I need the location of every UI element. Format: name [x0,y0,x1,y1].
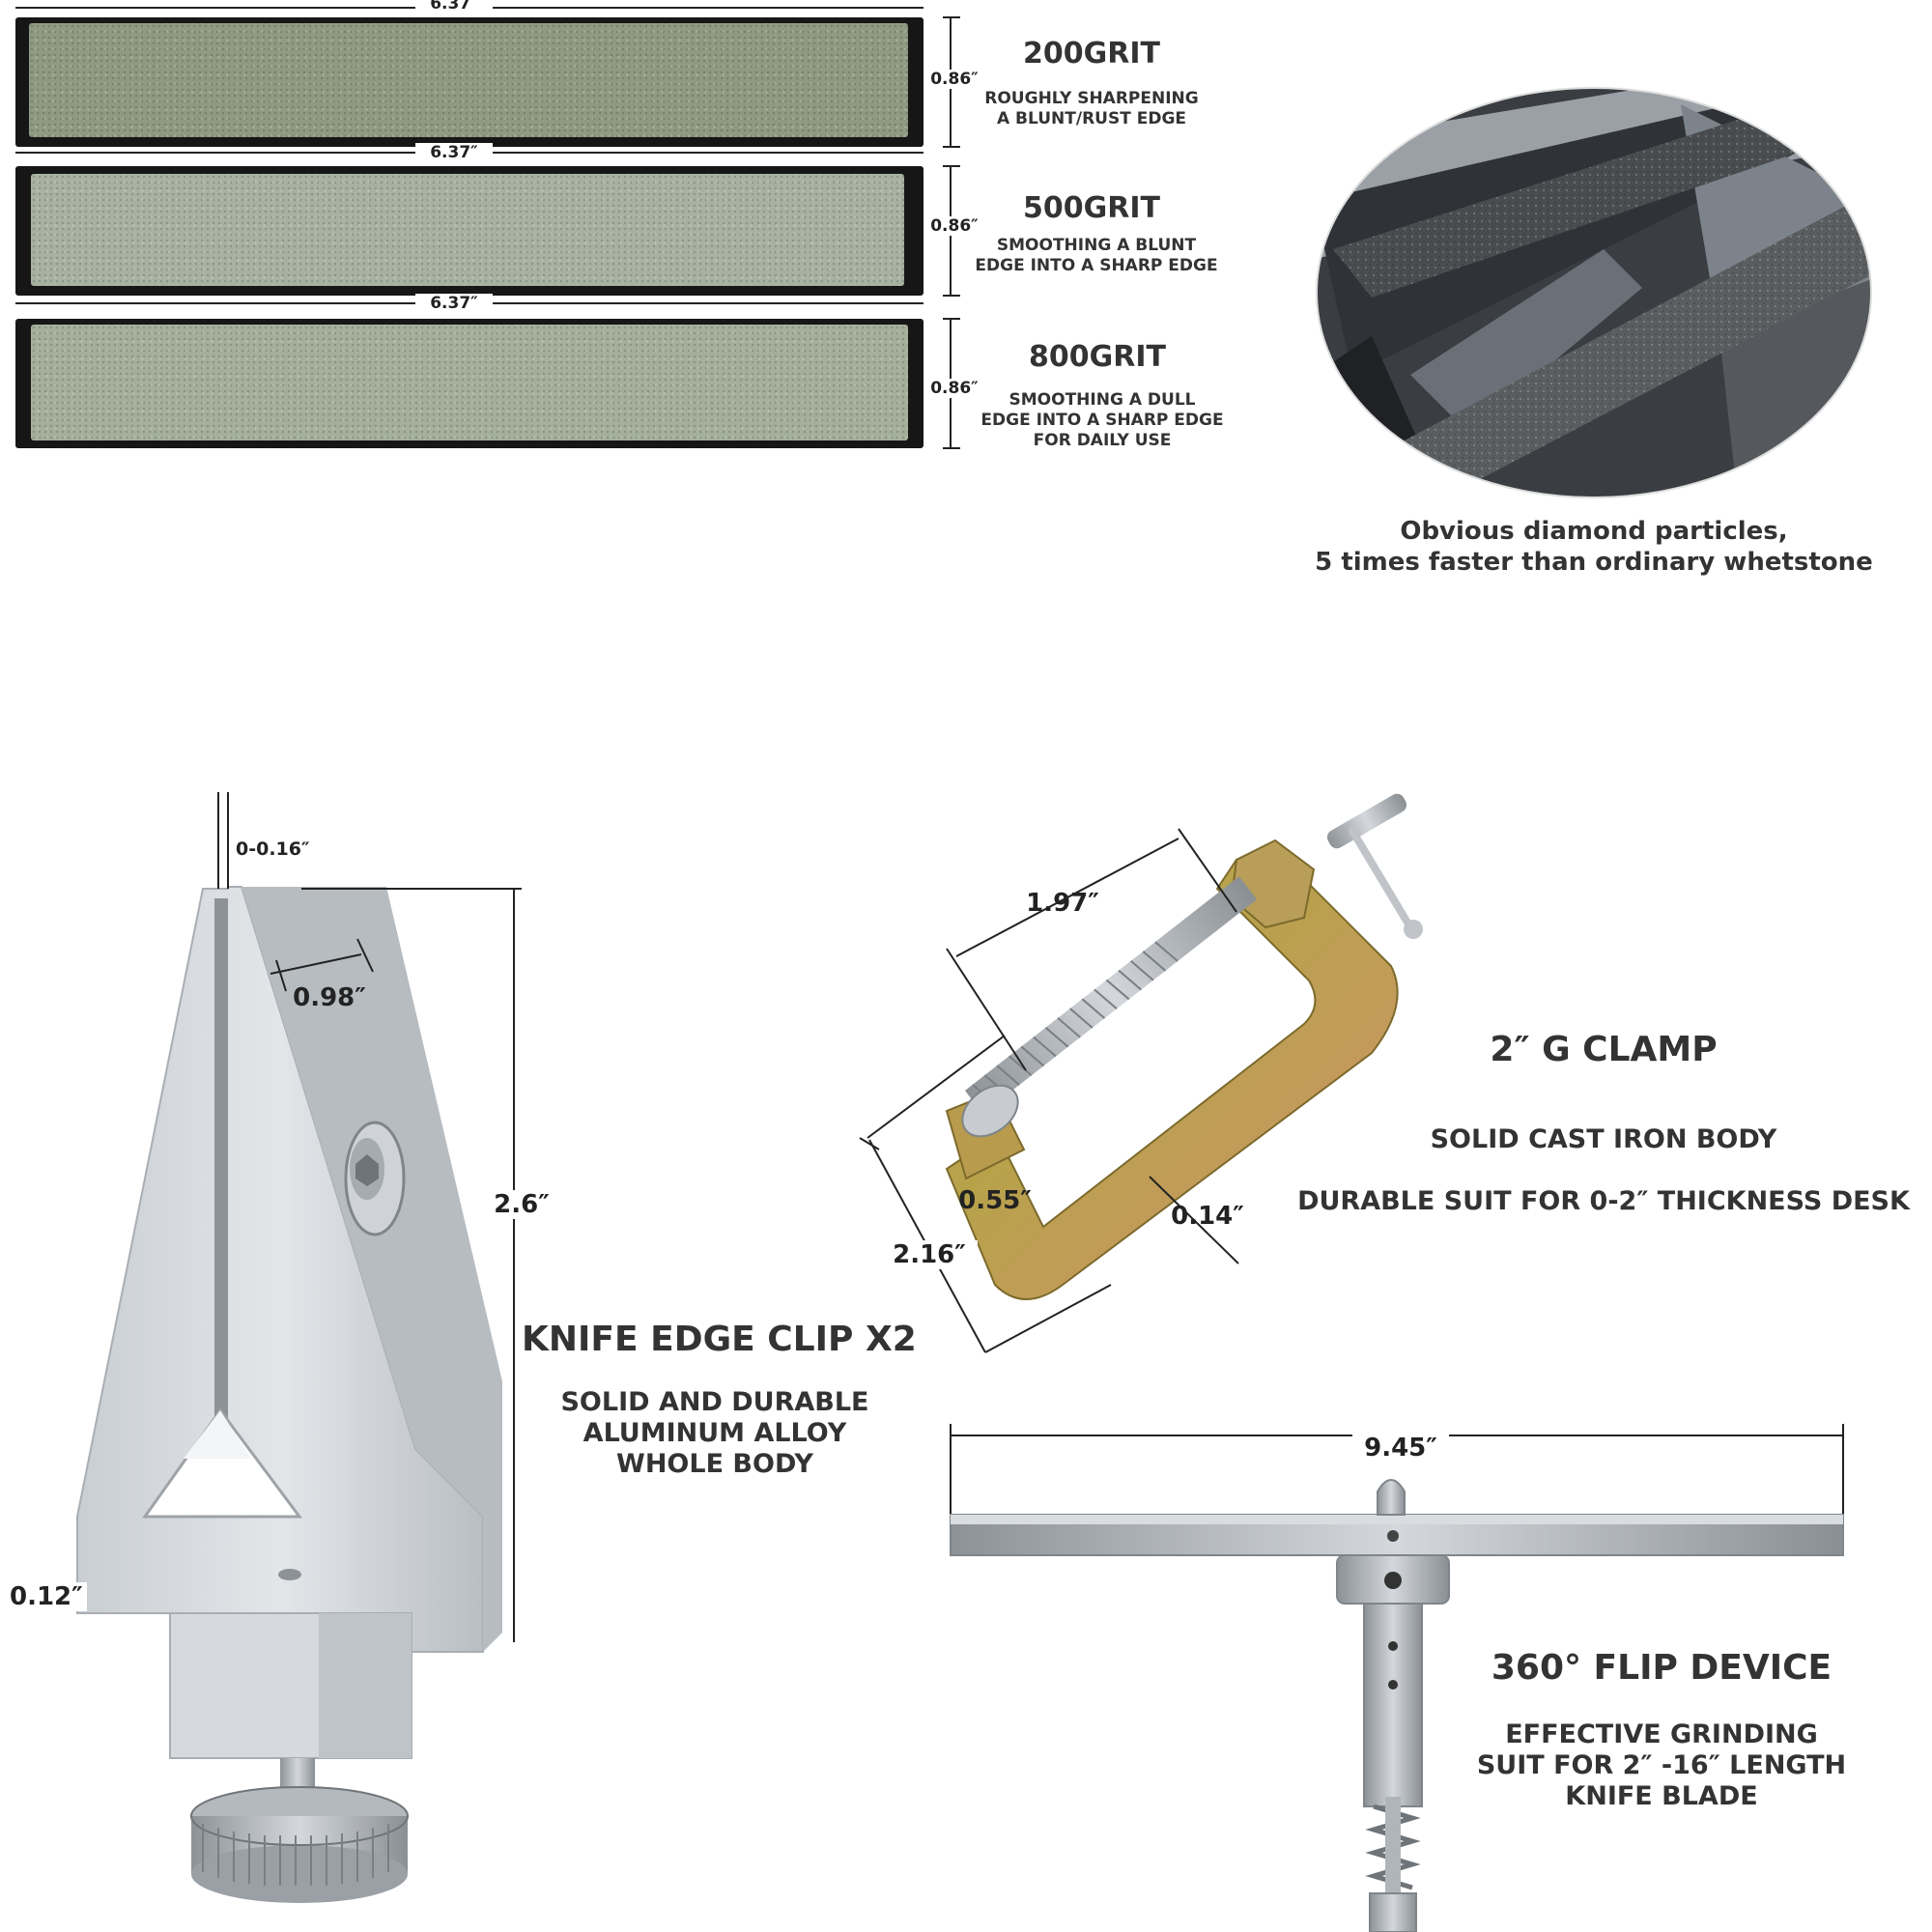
stone-2-desc: SMOOTHING A BLUNT EDGE INTO A SHARP EDGE [956,236,1236,276]
stone-3-grit: 800GRIT [1029,340,1166,374]
stone-1-grit: 200GRIT [1023,37,1160,71]
stone-2 [15,166,923,296]
stone-1-length: 6.37″ [415,0,493,14]
stone-1 [15,17,923,147]
clamp-desc-line-2: DURABLE SUIT FOR 0-2″ THICKNESS DESK [1297,1186,1910,1216]
clamp-desc-line-1: SOLID CAST IRON BODY [1430,1124,1777,1154]
clip-gap-dimension: 0-0.16″ [236,838,310,860]
stone-2-surface [31,174,904,286]
clip-desc-line-2: ALUMINUM ALLOY [582,1418,847,1448]
flip-desc-line-2: SUIT FOR 2″ -16″ LENGTH [1476,1750,1847,1780]
flip-device-photo [950,1424,1844,1932]
diamond-caption-line-1: Obvious diamond particles, [1400,517,1788,546]
stone-2-width: 0.86″ [925,216,983,236]
clip-desc: SOLID AND DURABLE ALUMINUM ALLOY WHOLE B… [522,1387,908,1480]
clamp-thickness-dimension: 0.14″ [1171,1202,1244,1231]
clamp-opening-dimension: 1.97″ [1026,889,1099,918]
clamp-depth-dimension: 2.16″ [881,1240,978,1269]
clip-dimension-lines [217,792,522,1642]
stone-1-desc: ROUGHLY SHARPENING A BLUNT/RUST EDGE [956,89,1227,129]
stone-3-surface [31,325,908,440]
stone-2-desc-line-1: SMOOTHING A BLUNT [996,236,1197,255]
flip-title: 360° FLIP DEVICE [1491,1648,1833,1688]
clamp-jaw-dimension: 0.55″ [958,1186,1032,1215]
stone-3-length: 6.37″ [415,294,493,313]
clip-title: KNIFE EDGE CLIP X2 [522,1320,917,1359]
stone-1-desc-line-2: A BLUNT/RUST EDGE [996,109,1187,128]
stone-1-width: 0.86″ [925,70,983,89]
flip-desc-line-3: KNIFE BLADE [1565,1781,1758,1811]
flip-length-dimension: 9.45″ [1352,1434,1449,1463]
clip-height-dimension: 2.6″ [483,1190,560,1219]
clamp-title: 2″ G CLAMP [1490,1030,1718,1069]
stone-3-width: 0.86″ [925,379,983,398]
stone-3-desc-line-2: EDGE INTO A SHARP EDGE [980,411,1224,430]
clamp-desc: SOLID CAST IRON BODY DURABLE SUIT FOR 0-… [1285,1109,1922,1233]
clip-desc-line-1: SOLID AND DURABLE [560,1387,869,1417]
clip-desc-line-3: WHOLE BODY [616,1449,813,1479]
clamp-dimension-lines [859,828,1239,1353]
stone-3-desc-line-1: SMOOTHING A DULL [1009,390,1196,410]
diamond-caption-line-2: 5 times faster than ordinary whetstone [1315,548,1873,577]
flip-desc: EFFECTIVE GRINDING SUIT FOR 2″ -16″ LENG… [1430,1719,1893,1812]
clip-base-dimension: 0.12″ [10,1582,87,1611]
stone-2-length: 6.37″ [415,143,493,162]
stone-2-grit: 500GRIT [1023,191,1160,225]
knife-edge-clip-photo [76,886,502,1903]
stone-1-surface [29,23,908,137]
flip-desc-line-1: EFFECTIVE GRINDING [1505,1719,1818,1749]
stone-2-desc-line-2: EDGE INTO A SHARP EDGE [975,256,1218,275]
stone-1-desc-line-1: ROUGHLY SHARPENING [984,89,1199,108]
g-clamp-photo [945,793,1423,1300]
stone-3 [15,319,923,448]
stone-dimension-lines [15,7,960,449]
stone-3-desc-line-3: FOR DAILY USE [1033,431,1172,450]
clip-top-width-dimension: 0.98″ [293,983,366,1012]
diamond-closeup-photo [1316,87,1872,498]
stone-3-desc: SMOOTHING A DULL EDGE INTO A SHARP EDGE … [962,390,1242,451]
diamond-caption: Obvious diamond particles, 5 times faste… [1294,516,1893,578]
